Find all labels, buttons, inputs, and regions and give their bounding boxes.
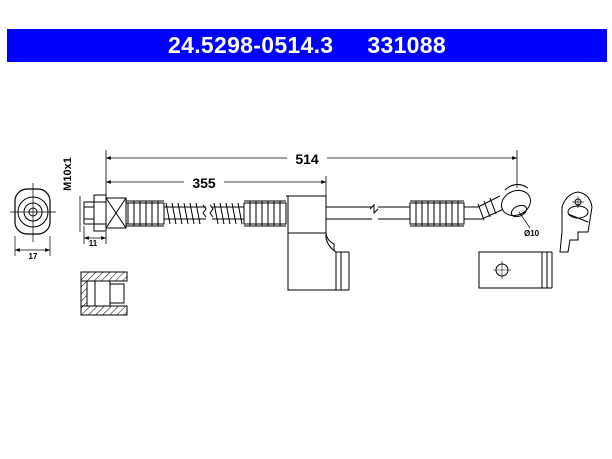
section-detail bbox=[80, 271, 128, 316]
hex-width-label: 11 bbox=[89, 239, 98, 248]
overall-length-label: 514 bbox=[295, 151, 319, 167]
part-number: 24.5298-0514.3 bbox=[168, 32, 334, 58]
bracket-detail bbox=[478, 191, 593, 289]
eye-leader bbox=[518, 211, 531, 229]
thread-label: M10x1 bbox=[62, 157, 74, 191]
title-bar: 24.5298-0514.3 331088 bbox=[7, 29, 607, 62]
overall-length-bg bbox=[287, 150, 327, 166]
partial-length-bg bbox=[184, 174, 224, 190]
hose-assembly bbox=[83, 184, 532, 292]
end-view bbox=[10, 183, 56, 256]
reference-number: 331088 bbox=[367, 32, 446, 58]
eye-diameter-label: Ø10 bbox=[524, 229, 540, 238]
fitting-diameter-label: 17 bbox=[29, 252, 38, 261]
partial-length-label: 355 bbox=[192, 175, 216, 191]
